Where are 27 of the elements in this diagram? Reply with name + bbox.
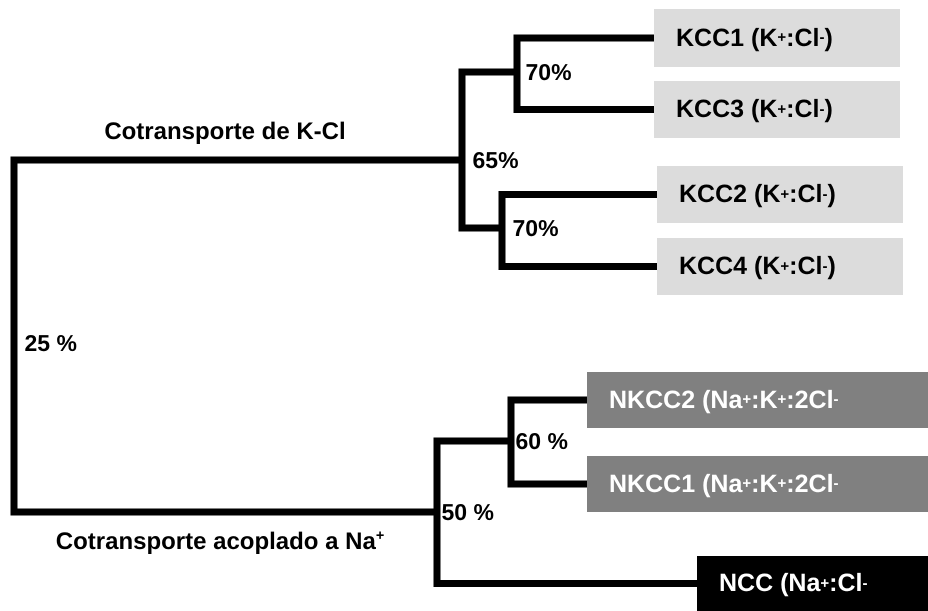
- tree-branch: [514, 72, 654, 113]
- transporter-box: KCC4 (K$^{+}$:Cl$^{-}$): [657, 238, 903, 295]
- edge-label: Cotransporte acoplado a Na$^{+}$: [54, 527, 386, 557]
- edge-label: Cotransporte de K-Cl: [103, 117, 347, 147]
- transporter-box: NKCC2 (Na$^{+}$:K$^{+}$:2Cl$^{-}$: [587, 372, 928, 428]
- similarity-value: 25 %: [10, 328, 77, 358]
- similarity-value: 70%: [514, 57, 572, 87]
- tree-branch: [10, 343, 434, 516]
- transporter-box: NKCC1 (Na$^{+}$:K$^{+}$:2Cl$^{-}$: [587, 456, 928, 512]
- tree-branch: [514, 34, 654, 72]
- tree-branch: [434, 438, 508, 512]
- transporter-box: NCC (Na$^{+}$:Cl$^{-}$: [697, 556, 928, 611]
- tree-branch: [498, 228, 657, 270]
- tree-branch: [10, 156, 458, 343]
- tree-branch: [508, 396, 587, 441]
- similarity-value: 65%: [458, 145, 519, 175]
- similarity-value: 70%: [498, 213, 559, 243]
- tree-branch: [458, 68, 514, 160]
- tree-branch: [434, 512, 697, 587]
- tree-branch: [508, 441, 587, 488]
- tree-branch: [498, 191, 657, 228]
- transporter-box: KCC1 (K$^{+}$:Cl$^{-}$): [654, 9, 900, 67]
- tree-branch: [458, 160, 498, 232]
- transporter-box: KCC3 (K$^{+}$:Cl$^{-}$): [654, 81, 900, 138]
- similarity-value: 60 %: [508, 426, 568, 456]
- transporter-box: KCC2 (K$^{+}$:Cl$^{-}$): [657, 166, 903, 223]
- similarity-value: 50 %: [434, 497, 494, 527]
